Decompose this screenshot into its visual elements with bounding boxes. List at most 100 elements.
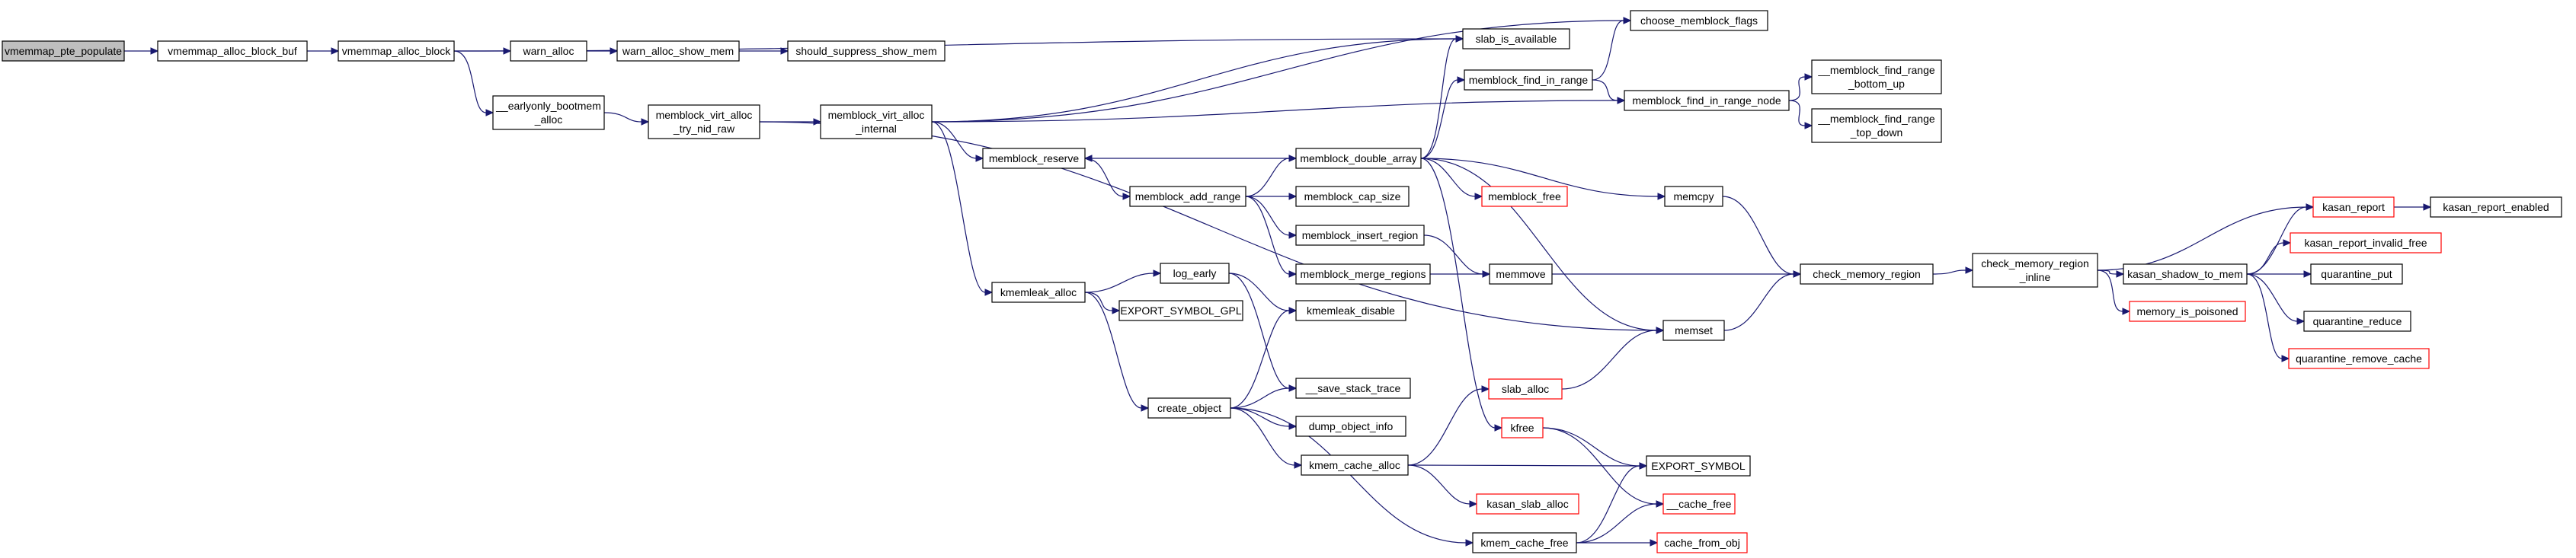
call-edge xyxy=(1576,465,1640,544)
arrowhead xyxy=(1623,17,1632,24)
arrowhead xyxy=(1656,327,1665,334)
node-kfree[interactable]: kfree xyxy=(1501,417,1544,438)
node-cache-free[interactable]: __cache_free xyxy=(1662,493,1736,515)
node-kmemleak-alloc[interactable]: kmemleak_alloc xyxy=(991,282,1086,303)
node-dump-object-info[interactable]: dump_object_info xyxy=(1295,416,1406,437)
call-edge xyxy=(2246,273,2283,359)
node-box xyxy=(157,40,308,62)
arrowhead xyxy=(1657,193,1666,200)
node-label: EXPORT_SYMBOL_GPL xyxy=(1120,305,1241,317)
node-warn-alloc-show-mem[interactable]: warn_alloc_show_mem xyxy=(616,40,740,62)
node-box xyxy=(1462,28,1570,49)
node-slab-alloc[interactable]: slab_alloc xyxy=(1488,378,1563,400)
node-kmem-cache-free[interactable]: kmem_cache_free xyxy=(1472,532,1577,553)
node-vmemmap-alloc-block[interactable]: vmemmap_alloc_block xyxy=(338,40,455,62)
node-vmemmap-pte-populate[interactable]: vmemmap_pte_populate xyxy=(2,40,125,62)
node-box xyxy=(1295,378,1411,399)
call-edge xyxy=(1420,158,1659,197)
node-label: memblock_merge_regions xyxy=(1301,268,1426,280)
node-label: _alloc xyxy=(534,113,563,126)
call-edge xyxy=(931,20,1624,123)
node-create-object[interactable]: create_object xyxy=(1147,397,1231,419)
node-memblock-virt-alloc-try-nid-raw[interactable]: memblock_virt_alloc_try_nid_raw xyxy=(648,104,760,139)
node-box xyxy=(2123,263,2248,285)
call-edge xyxy=(931,38,1457,123)
node-label: _internal xyxy=(855,123,897,135)
node-memblock-cap-size[interactable]: memblock_cap_size xyxy=(1295,186,1410,207)
node-export-symbol-gpl[interactable]: EXPORT_SYMBOL_GPL xyxy=(1118,300,1243,321)
node-memblock-find-in-range[interactable]: memblock_find_in_range xyxy=(1464,69,1593,91)
node-label: _try_nid_raw xyxy=(673,123,735,135)
node-memblock-merge-regions[interactable]: memblock_merge_regions xyxy=(1295,263,1431,285)
node-log-early[interactable]: log_early xyxy=(1160,263,1230,284)
node-choose-memblock-flags[interactable]: choose_memblock_flags xyxy=(1630,10,1768,31)
node-label: check_memory_region xyxy=(1981,257,2089,269)
node-kmemleak-disable[interactable]: kmemleak_disable xyxy=(1295,300,1406,321)
node-warn-alloc[interactable]: warn_alloc xyxy=(510,40,587,62)
node-save-stack-trace[interactable]: __save_stack_trace xyxy=(1295,378,1411,399)
node-label: cache_from_obj xyxy=(1664,537,1740,549)
node-quarantine-remove-cache[interactable]: quarantine_remove_cache xyxy=(2288,348,2430,369)
node-label: warn_alloc xyxy=(523,45,574,57)
node-should-suppress-show-mem[interactable]: should_suppress_show_mem xyxy=(787,40,946,62)
arrowhead xyxy=(641,118,650,126)
node-memory-is-poisoned[interactable]: memory_is_poisoned xyxy=(2129,301,2246,322)
call-edge xyxy=(1576,503,1657,544)
node-slab-is-available[interactable]: slab_is_available xyxy=(1462,28,1570,49)
node-cache-from-obj[interactable]: cache_from_obj xyxy=(1656,532,1748,553)
node-memblock-free[interactable]: memblock_free xyxy=(1481,186,1568,207)
node-box xyxy=(616,40,740,62)
node-kasan-slab-alloc[interactable]: kasan_slab_alloc xyxy=(1476,493,1579,515)
node-kasan-report-invalid-free[interactable]: kasan_report_invalid_free xyxy=(2290,232,2442,253)
node-memblock-add-range[interactable]: memblock_add_range xyxy=(1129,186,1246,207)
node-label: _top_down xyxy=(1850,126,1903,139)
node-check-memory-region[interactable]: check_memory_region xyxy=(1800,263,1934,285)
call-edge xyxy=(1592,79,1618,101)
node-memblock-find-range-bottom-up[interactable]: __memblock_find_range_bottom_up xyxy=(1811,59,1942,94)
node-label: kmem_cache_free xyxy=(1480,537,1568,549)
node-memmove[interactable]: memmove xyxy=(1489,263,1553,285)
node-box xyxy=(492,95,605,130)
node-kasan-report[interactable]: kasan_report xyxy=(2312,196,2395,218)
arrowhead xyxy=(2116,270,2125,278)
arrowhead xyxy=(813,118,822,126)
node-vmemmap-alloc-block-buf[interactable]: vmemmap_alloc_block_buf xyxy=(157,40,308,62)
node-check-memory-region-inline[interactable]: check_memory_region_inline xyxy=(1972,253,2098,288)
node-label: __earlyonly_bootmem xyxy=(495,100,601,112)
node-memblock-insert-region[interactable]: memblock_insert_region xyxy=(1295,225,1425,246)
arrowhead xyxy=(1288,270,1298,278)
call-edge xyxy=(1561,330,1657,390)
node-box xyxy=(1656,532,1748,553)
node-label: kasan_report_invalid_free xyxy=(2304,237,2427,249)
node-box xyxy=(1664,186,1723,207)
node-memblock-virt-alloc-internal[interactable]: memblock_virt_alloc_internal xyxy=(820,104,933,139)
node-kasan-shadow-to-mem[interactable]: kasan_shadow_to_mem xyxy=(2123,263,2248,285)
call-edge xyxy=(1932,269,1966,275)
arrowhead xyxy=(1793,270,1802,278)
node-memblock-find-range-top-down[interactable]: __memblock_find_range_top_down xyxy=(1811,108,1942,143)
arrowhead xyxy=(1474,193,1483,200)
node-box xyxy=(2310,263,2403,285)
node-kmem-cache-alloc[interactable]: kmem_cache_alloc xyxy=(1301,454,1409,476)
node-label: dump_object_info xyxy=(1309,420,1394,432)
call-edge xyxy=(453,50,487,113)
node-quarantine-reduce[interactable]: quarantine_reduce xyxy=(2303,311,2411,332)
node-memblock-reserve[interactable]: memblock_reserve xyxy=(982,148,1086,169)
node-box xyxy=(510,40,587,62)
node-memset[interactable]: memset xyxy=(1662,320,1725,341)
node-memcpy[interactable]: memcpy xyxy=(1664,186,1723,207)
node-label: memmove xyxy=(1496,268,1546,280)
node-earlyonly-bootmem-alloc[interactable]: __earlyonly_bootmem_alloc xyxy=(492,95,605,130)
node-memblock-double-array[interactable]: memblock_double_array xyxy=(1295,148,1422,169)
node-label: memblock_reserve xyxy=(989,152,1079,164)
node-kasan-report-enabled[interactable]: kasan_report_enabled xyxy=(2430,196,2562,218)
node-export-symbol[interactable]: EXPORT_SYMBOL xyxy=(1646,455,1751,477)
arrowhead xyxy=(1481,385,1490,393)
node-quarantine-put[interactable]: quarantine_put xyxy=(2310,263,2403,285)
node-memblock-find-in-range-node[interactable]: memblock_find_in_range_node xyxy=(1624,90,1790,111)
node-box xyxy=(1147,397,1231,419)
node-label: warn_alloc_show_mem xyxy=(622,45,734,57)
node-box xyxy=(820,104,933,139)
call-edge xyxy=(931,121,986,293)
arrowhead xyxy=(2122,308,2131,315)
